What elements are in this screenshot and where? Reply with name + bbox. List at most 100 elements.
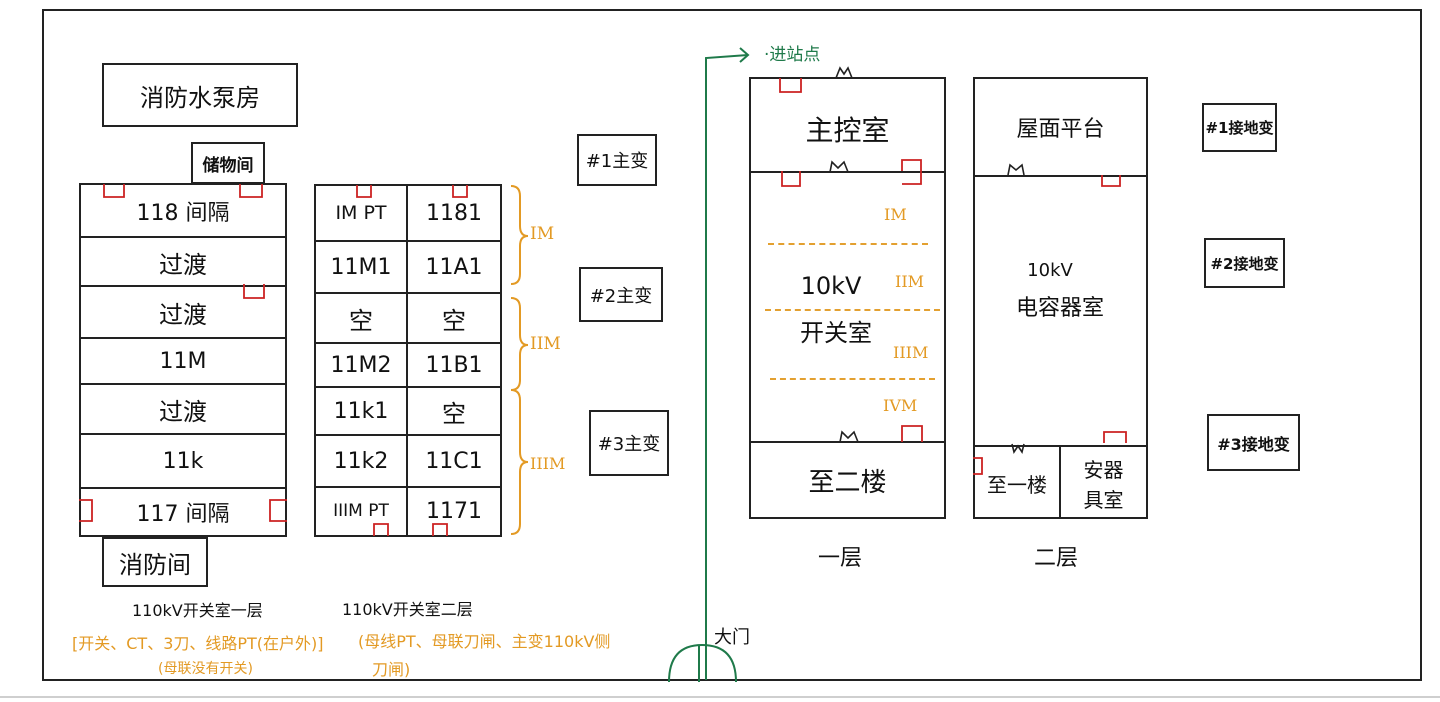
main-transformer-label: #1主变 — [585, 151, 649, 172]
divider — [0, 696, 1440, 698]
grid-cell: 空 — [442, 306, 466, 335]
grid-cell: 11k2 — [333, 448, 389, 474]
bus-brackets — [510, 185, 529, 535]
grounding-transformer-3: #3接地变 — [1207, 414, 1300, 471]
diagram-frame — [42, 9, 1422, 681]
window-mark — [1007, 163, 1025, 176]
main-control-room: 主控室 — [805, 114, 890, 147]
door-mark — [781, 171, 801, 187]
fire-room: 消防间 — [102, 537, 208, 587]
bus-divider — [770, 378, 935, 380]
bay-row: 118 间隔 — [136, 201, 230, 226]
doors — [79, 78, 1127, 536]
grid-cell: 11B1 — [425, 352, 483, 378]
window-mark — [1011, 443, 1025, 454]
door-mark — [103, 184, 125, 198]
door-mark — [901, 159, 922, 185]
grid-cell: 空 — [349, 306, 373, 335]
bus-bracket — [510, 389, 529, 535]
grounding-transformer-1: #1接地变 — [1202, 103, 1277, 152]
switch-room-10kv: 10kV — [800, 272, 862, 300]
access-path — [668, 47, 750, 683]
bus-bracket — [510, 185, 529, 285]
bay-row: 117 间隔 — [136, 502, 230, 527]
switch-room-floor2: IM PT 1181 11M1 11A1 空 空 11M2 11B1 11k1 … — [314, 184, 502, 537]
building-layer1: 主控室 10kV 开关室 至二楼 — [749, 77, 946, 519]
window-marks — [829, 66, 1025, 454]
main-transformer-label: #2主变 — [589, 285, 653, 307]
bus-label: IIIM — [893, 343, 929, 362]
caption-floor1-note: [开关、CT、3刀、线路PT(在户外)] — [72, 634, 324, 653]
capacitor-room: 电容器室 — [1015, 296, 1104, 321]
door-mark — [1103, 431, 1127, 443]
grid-cell: 11M2 — [330, 352, 392, 378]
fire-pump-room: 消防水泵房 — [102, 63, 298, 127]
window-mark — [829, 160, 849, 173]
bus-label: IIM — [895, 272, 925, 291]
access-path-line — [705, 54, 749, 680]
bay-row: 过渡 — [159, 250, 207, 279]
grid-cell: 11M1 — [330, 254, 392, 280]
storage-room-label: 储物间 — [202, 155, 254, 176]
main-transformer-label: #3主变 — [597, 434, 661, 455]
caption-floor2-note: 刀闸) — [372, 660, 411, 679]
door-mark — [779, 78, 802, 93]
grounding-transformer-label: #3接地变 — [1217, 434, 1290, 454]
main-transformer-2: #2主变 — [579, 267, 663, 322]
grid-cell: IM PT — [335, 202, 387, 224]
layer1-title: 一层 — [818, 546, 863, 571]
bay-row: 11k — [162, 448, 204, 474]
stairs-to-floor1: 至一楼 — [987, 472, 1047, 497]
door-mark — [356, 185, 372, 198]
door-mark — [432, 523, 448, 536]
window-mark — [835, 66, 853, 79]
bay-row: 11M — [159, 348, 207, 374]
gate-arc — [668, 643, 737, 683]
bus-bracket-label: IM — [530, 224, 555, 244]
roof-platform: 屋面平台 — [1016, 117, 1105, 142]
grid-cell: 11k1 — [333, 398, 389, 424]
gate-label: 大门 — [714, 627, 750, 648]
capacitor-room-10kv: 10kV — [1027, 259, 1073, 281]
switch-room-floor1: 118 间隔 过渡 过渡 11M 过渡 11k 117 间隔 — [79, 183, 287, 537]
building-layer2: 屋面平台 10kV 电容器室 至一楼 安器 具室 — [973, 77, 1148, 519]
switch-room-10kv-label: 开关室 — [800, 318, 872, 347]
bay-row: 过渡 — [159, 397, 207, 426]
grid-cell: 11C1 — [425, 448, 483, 474]
grid-cell: 1181 — [426, 200, 482, 226]
door-mark — [1101, 175, 1121, 187]
grid-cell: 空 — [442, 399, 466, 428]
door-mark — [79, 499, 93, 522]
bus-bracket-label: IIIM — [530, 454, 566, 473]
entry-point-label: ·进站点 — [764, 45, 821, 65]
grid-cell: 1171 — [426, 498, 482, 524]
grid-cell: 11A1 — [425, 254, 483, 280]
access-path-arrow — [739, 47, 750, 63]
bus-divider — [768, 243, 928, 245]
layer2-title: 二层 — [1034, 546, 1079, 571]
window-mark — [839, 430, 859, 443]
caption-floor2: 110kV开关室二层 — [342, 600, 473, 619]
door-mark — [373, 523, 389, 536]
grounding-transformer-2: #2接地变 — [1204, 238, 1285, 288]
tool-room: 安器 — [1083, 457, 1124, 482]
caption-floor1-sub: (母联没有开关) — [158, 661, 253, 677]
door-mark — [243, 284, 265, 299]
bay-row: 过渡 — [159, 300, 207, 329]
grid-cell: IIIM PT — [333, 501, 389, 521]
door-mark — [973, 457, 983, 475]
caption-floor1: 110kV开关室一层 — [132, 601, 263, 620]
main-transformer-1: #1主变 — [577, 134, 657, 186]
bus-bracket-label: IIM — [530, 334, 561, 354]
bus-bracket — [510, 297, 529, 391]
bus-label: IM — [884, 205, 907, 224]
door-mark — [452, 185, 468, 198]
stairs-to-floor2: 至二楼 — [808, 467, 887, 498]
bus-label: IVM — [883, 396, 918, 415]
grounding-transformer-label: #1接地变 — [1205, 119, 1274, 137]
main-transformer-3: #3主变 — [589, 410, 669, 476]
bus-divider — [765, 309, 940, 311]
fire-pump-room-label: 消防水泵房 — [140, 83, 260, 112]
tool-room: 具室 — [1083, 487, 1124, 512]
